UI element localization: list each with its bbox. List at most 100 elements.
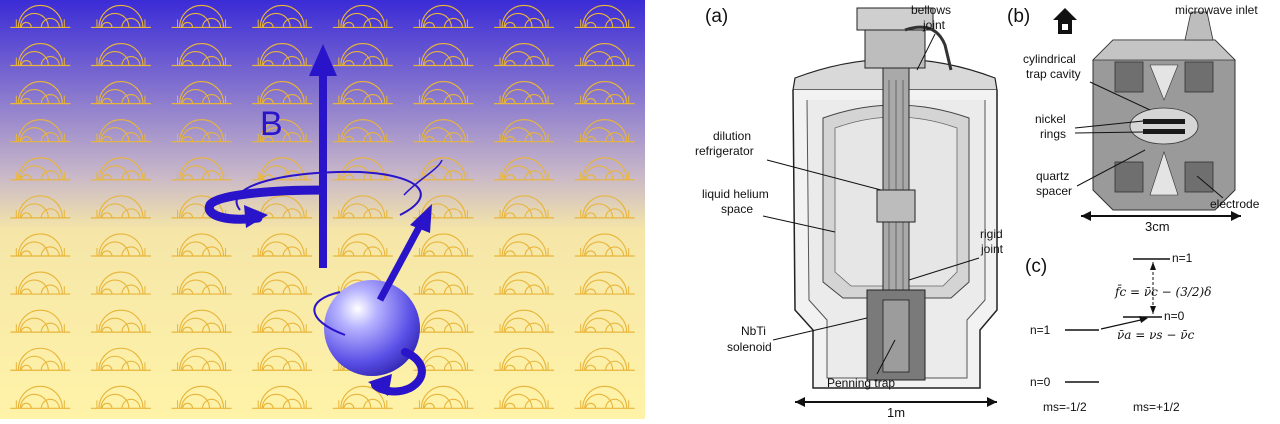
orbit-arrowhead <box>244 205 268 228</box>
arc-motif <box>10 271 71 295</box>
arc-curve <box>262 60 274 66</box>
arc-curve <box>282 55 302 66</box>
arc-curve <box>19 165 49 180</box>
arc-curve <box>202 17 222 28</box>
arc-curve <box>363 246 383 257</box>
arc-curve <box>501 157 547 180</box>
arc-curve <box>181 165 211 180</box>
arc-curve <box>259 347 305 371</box>
arc-motif <box>413 233 474 257</box>
arc-motif <box>413 81 474 105</box>
arc-curve <box>17 233 63 256</box>
arc-curve <box>261 279 291 295</box>
arc-curve <box>202 246 222 257</box>
arc-curve <box>261 12 291 28</box>
arc-motif <box>494 385 555 409</box>
arc-curve <box>182 212 194 218</box>
arc-curve <box>262 402 274 409</box>
arc-curve <box>179 157 225 180</box>
arc-curve <box>262 326 274 333</box>
arc-motif <box>252 42 313 67</box>
arc-curve <box>98 119 144 142</box>
arc-curve <box>422 12 452 28</box>
up-icon-window <box>1062 24 1068 30</box>
arc-curve <box>501 42 547 66</box>
arc-curve <box>420 157 466 180</box>
arc-motif <box>494 157 555 181</box>
arc-curve <box>17 4 63 28</box>
cavity-block-tr <box>1184 61 1214 93</box>
arc-curve <box>261 355 291 371</box>
arc-motif <box>171 233 232 257</box>
arc-motif <box>332 233 393 257</box>
arc-curve <box>423 21 435 28</box>
arc-motif <box>413 271 474 295</box>
arc-curve <box>420 119 466 142</box>
arc-curve <box>179 233 225 256</box>
orbit-ellipse-front <box>403 159 443 196</box>
arc-curve <box>420 385 466 409</box>
arc-curve <box>182 250 194 257</box>
microwave-inlet-pipe <box>1184 11 1214 41</box>
arc-motif <box>574 4 635 29</box>
label-dilution-1: dilution <box>713 129 751 143</box>
arc-curve <box>20 136 32 142</box>
arc-curve <box>121 246 141 257</box>
arc-curve <box>19 89 49 104</box>
label-helium-2: space <box>721 202 753 216</box>
arc-motif <box>10 385 71 409</box>
arc-curve <box>524 246 544 257</box>
arc-motif <box>494 309 555 333</box>
arc-motif <box>413 119 474 143</box>
arc-curve <box>420 271 466 295</box>
arc-curve <box>422 89 452 104</box>
arc-curve <box>181 393 211 409</box>
up-direction-icon <box>1053 8 1077 34</box>
scale-bar-b-left-head <box>1081 211 1091 221</box>
arc-curve <box>20 402 32 409</box>
arc-curve <box>20 288 32 295</box>
arc-motif <box>252 4 313 29</box>
arc-curve <box>98 347 144 371</box>
arc-curve <box>40 132 60 142</box>
arc-curve <box>584 165 614 180</box>
arc-curve <box>582 195 628 218</box>
arc-curve <box>261 317 291 333</box>
arc-curve <box>19 241 49 256</box>
label-nickel-1: nickel <box>1035 112 1066 126</box>
arc-curve <box>443 322 463 333</box>
label-cavity-1: cylindrical <box>1023 52 1076 66</box>
arc-curve <box>261 393 291 409</box>
arc-curve <box>605 170 625 180</box>
arc-curve <box>584 89 614 104</box>
arc-curve <box>524 170 544 180</box>
arc-curve <box>101 250 113 257</box>
arc-curve <box>98 309 144 333</box>
arc-curve <box>504 136 516 142</box>
arc-curve <box>503 355 533 371</box>
arc-curve <box>101 98 113 104</box>
arc-curve <box>584 241 614 256</box>
arc-motif <box>252 271 313 295</box>
apparatus-svg: (a) bellows joint dilution refrigerator <box>695 3 1260 420</box>
arc-motif <box>171 157 232 181</box>
arc-curve <box>605 55 625 66</box>
arc-motif <box>90 4 151 29</box>
arc-curve <box>121 55 141 66</box>
arc-curve <box>503 127 533 142</box>
arc-curve <box>17 385 63 409</box>
arc-curve <box>343 21 355 28</box>
arc-motif <box>332 42 393 67</box>
arc-curve <box>20 21 32 28</box>
scale-bar-a-left-head <box>795 397 805 407</box>
arc-curve <box>340 195 386 218</box>
arc-curve <box>98 195 144 218</box>
arc-curve <box>584 279 614 295</box>
arc-curve <box>443 360 463 371</box>
arc-curve <box>423 326 435 333</box>
arc-curve <box>422 241 452 256</box>
penning-trap-shape <box>882 299 910 373</box>
arc-curve <box>582 157 628 180</box>
arc-curve <box>100 355 130 371</box>
arc-motif <box>494 119 555 143</box>
